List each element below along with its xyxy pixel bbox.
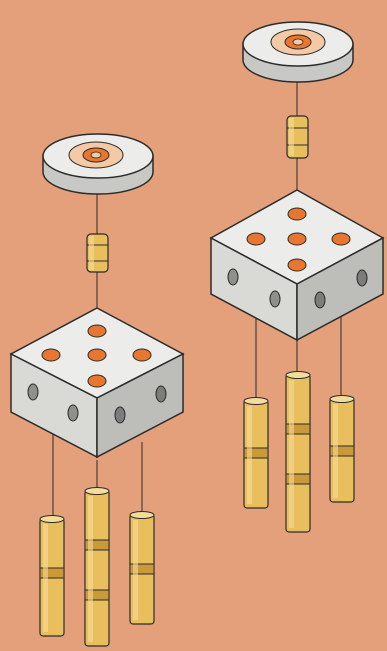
- left-cube-side-hole: [115, 407, 125, 423]
- left-connector-bead: [87, 234, 108, 272]
- left-tube-1: [40, 516, 64, 637]
- left-cube-side-hole: [68, 405, 78, 421]
- right-cube-hole: [288, 233, 306, 245]
- left-tube-2: [85, 488, 109, 647]
- right-cube-side-hole: [270, 291, 280, 307]
- left-cube-hole: [42, 349, 60, 361]
- right-cube-hole: [288, 208, 306, 220]
- right-cube-hole: [332, 233, 350, 245]
- left-disc: [43, 134, 153, 194]
- left-cube-hole: [133, 349, 151, 361]
- left-cube-side-hole: [28, 384, 38, 400]
- left-cube-hole: [88, 349, 106, 361]
- left-cube-hole: [88, 375, 106, 387]
- right-cube-side-hole: [228, 269, 238, 285]
- left-cube-hole: [88, 325, 106, 337]
- right-connector-bead: [287, 116, 308, 158]
- right-tube-3: [330, 396, 354, 503]
- left-tube-3: [130, 512, 154, 625]
- right-disc: [243, 22, 353, 82]
- right-cube-hole: [288, 259, 306, 271]
- right-cube-hole: [247, 233, 265, 245]
- right-tube-1: [244, 398, 268, 509]
- right-tube-2: [286, 372, 310, 533]
- left-cube-side-hole: [156, 386, 166, 402]
- right-cube-side-hole: [357, 270, 367, 286]
- right-cube-side-hole: [315, 292, 325, 308]
